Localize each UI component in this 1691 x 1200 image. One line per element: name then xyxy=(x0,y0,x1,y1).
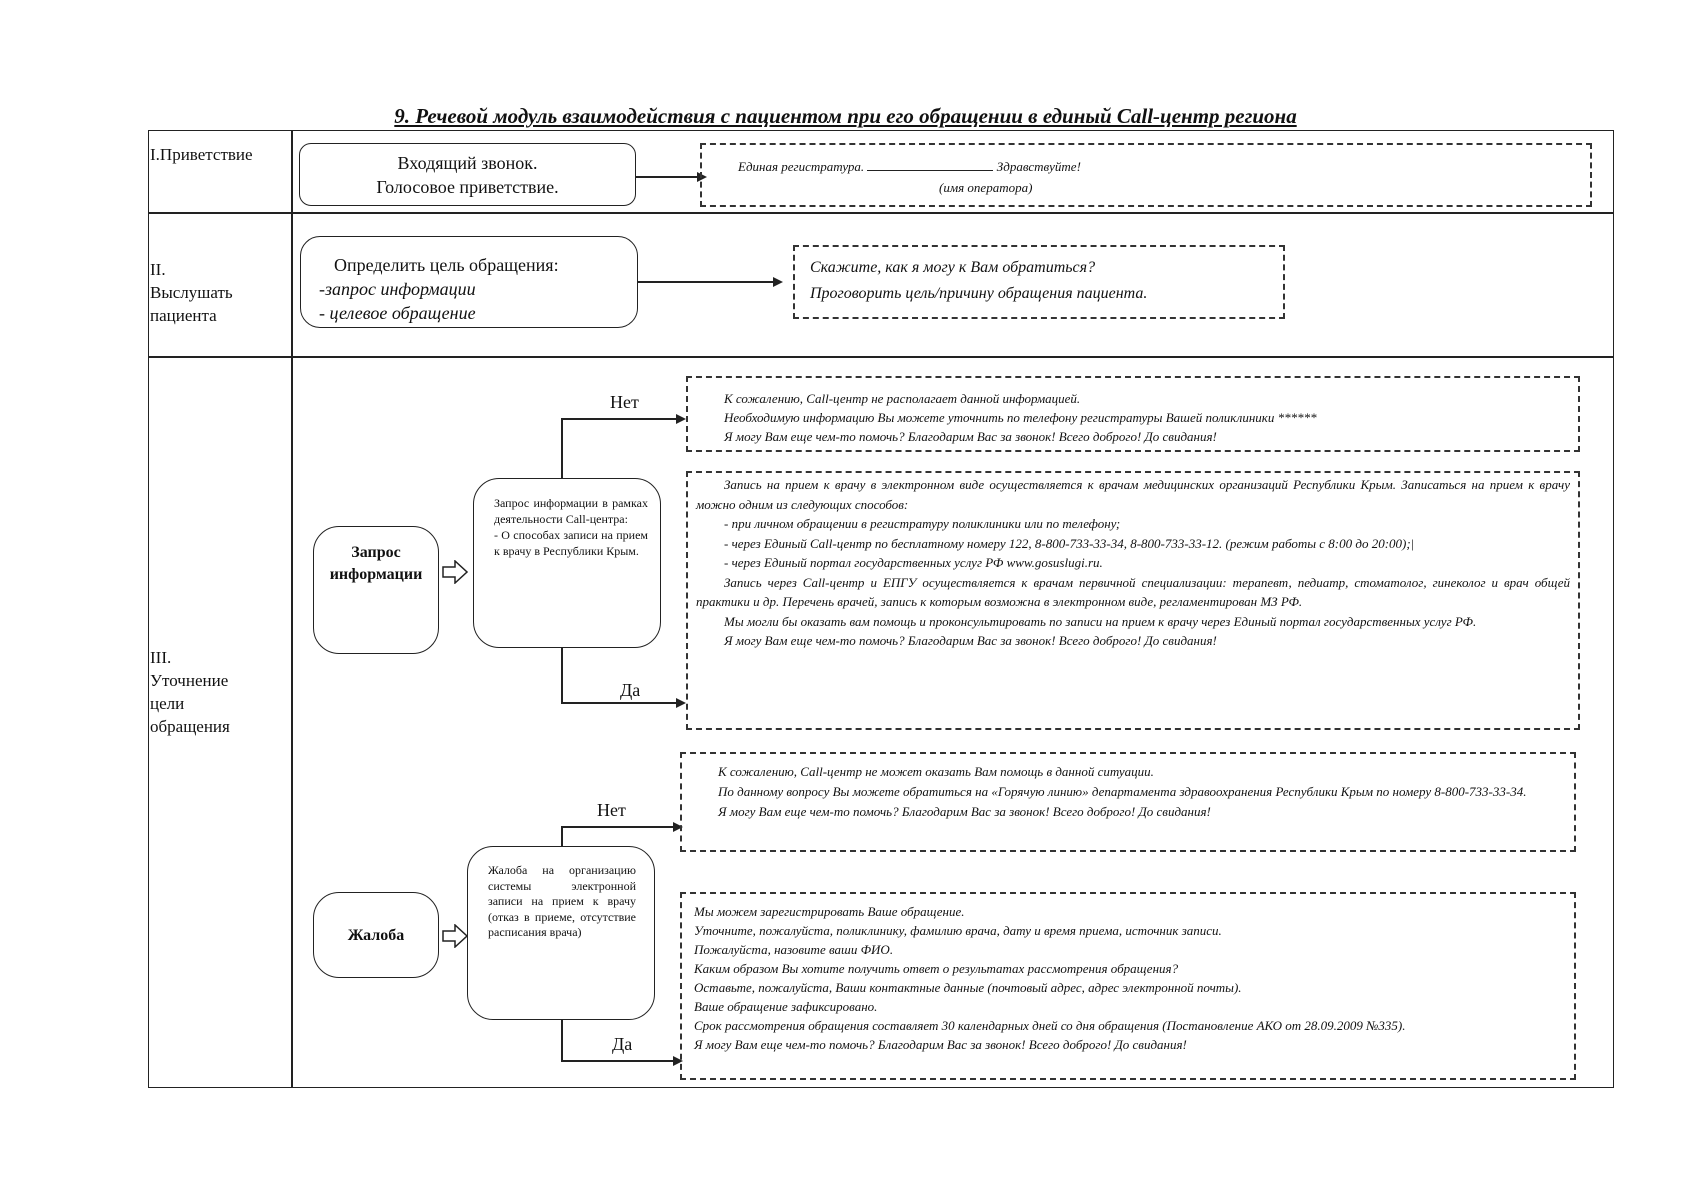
listen-script-line2: Проговорить цель/причину обращения пацие… xyxy=(810,285,1148,302)
complaint-yes-label: Да xyxy=(612,1034,633,1054)
info-yes-script-6: Мы могли бы оказать вам помощь и проконс… xyxy=(724,613,1477,629)
info-no-label: Нет xyxy=(610,392,639,412)
define-purpose-item-2: - целевое обращение xyxy=(319,303,476,323)
complaint-no-script-1: К сожалению, Call-центр не может оказать… xyxy=(718,764,1154,779)
info-yes-hline xyxy=(561,702,677,704)
define-purpose-box: Определить цель обращения: -запрос инфор… xyxy=(300,236,638,328)
complaint-no-script-3: Я могу Вам еще чем-то помочь? Благодарим… xyxy=(718,804,1211,819)
listen-script-line1: Скажите, как я могу к Вам обратиться? xyxy=(810,259,1096,276)
info-up-vline xyxy=(561,418,563,478)
section-clarify-label-4: обращения xyxy=(150,717,230,736)
info-request-box: Запрос информации xyxy=(313,526,439,654)
complaint-yes-script-2: Уточните, пожалуйста, поликлинику, фамил… xyxy=(694,923,1222,938)
greeting-script-box: Единая регистратура. Здравствуйте! (имя … xyxy=(700,143,1592,207)
info-yes-label: Да xyxy=(620,680,641,700)
listen-arrow-head xyxy=(773,277,783,287)
info-yes-arrow-head xyxy=(676,698,686,708)
info-no-script-1: К сожалению, Call-центр не располагает д… xyxy=(724,391,1081,406)
complaint-no-label: Нет xyxy=(597,800,626,820)
info-yes-script-3: - через Единый Call-центр по бесплатному… xyxy=(724,535,1415,551)
complaint-yes-script-4: Каким образом Вы хотите получить ответ о… xyxy=(694,961,1179,976)
section-clarify-label-1: III. xyxy=(150,648,172,667)
section-clarify-label-2: Уточнение xyxy=(150,671,229,690)
row-divider-1 xyxy=(148,212,1614,214)
listen-script-box: Скажите, как я могу к Вам обратиться? Пр… xyxy=(793,245,1285,319)
info-request-line2: информации xyxy=(329,566,423,583)
info-no-script-2: Необходимую информацию Вы можете уточнит… xyxy=(724,410,1317,425)
section-listen-label-3: пациента xyxy=(150,306,217,325)
section-greeting-label: I.Приветствие xyxy=(150,145,253,164)
complaint-hollow-arrow-icon xyxy=(442,924,468,948)
complaint-up-vline xyxy=(561,826,563,846)
complaint-no-hline xyxy=(561,826,674,828)
document-title: 9. Речевой модуль взаимодействия с пацие… xyxy=(394,104,1297,128)
greeting-script-left: Единая регистратура. xyxy=(738,159,868,174)
complaint-yes-script-8: Я могу Вам еще чем-то помочь? Благодарим… xyxy=(694,1037,1187,1052)
info-no-script-3: Я могу Вам еще чем-то помочь? Благодарим… xyxy=(724,429,1217,444)
section-clarify-label: III. Уточнение цели обращения xyxy=(150,646,230,738)
define-purpose-title: Определить цель обращения: xyxy=(334,255,559,275)
complaint-yes-hline xyxy=(561,1060,674,1062)
section-listen-label: II. Выслушать пациента xyxy=(150,258,233,327)
complaint-detail-text: Жалоба на организацию системы электронно… xyxy=(488,863,636,939)
info-request-line1: Запрос xyxy=(351,544,401,561)
complaint-detail-box: Жалоба на организацию системы электронно… xyxy=(467,846,655,1020)
greeting-script-right: Здравствуйте! xyxy=(993,159,1081,174)
info-down-vline xyxy=(561,648,563,702)
info-yes-script-box: Запись на прием к врачу в электронном ви… xyxy=(686,471,1580,730)
complaint-box: Жалоба xyxy=(313,892,439,978)
complaint-yes-arrow-head xyxy=(673,1056,683,1066)
complaint-yes-script-5: Оставьте, пожалуйста, Ваши контактные да… xyxy=(694,980,1242,995)
complaint-box-label: Жалоба xyxy=(347,927,405,944)
section-listen-label-1: II. xyxy=(150,260,166,279)
row-divider-2 xyxy=(148,356,1614,358)
section-clarify-label-3: цели xyxy=(150,694,185,713)
section-listen-label-2: Выслушать xyxy=(150,283,233,302)
info-no-script-box: К сожалению, Call-центр не располагает д… xyxy=(686,376,1580,452)
incoming-call-box: Входящий звонок. Голосовое приветствие. xyxy=(299,143,636,206)
greeting-arrow-line xyxy=(636,176,698,178)
complaint-no-arrow-head xyxy=(673,822,683,832)
complaint-no-script-box: К сожалению, Call-центр не может оказать… xyxy=(680,752,1576,852)
operator-name-hint: (имя оператора) xyxy=(939,180,1033,195)
complaint-yes-script-7: Срок рассмотрения обращения составляет 3… xyxy=(694,1018,1406,1033)
info-no-hline xyxy=(561,418,677,420)
complaint-yes-script-box: Мы можем зарегистрировать Ваше обращение… xyxy=(680,892,1576,1080)
listen-arrow-line xyxy=(638,281,774,283)
info-detail-box: Запрос информации в рамках деятельности … xyxy=(473,478,661,648)
info-hollow-arrow-icon xyxy=(442,560,468,584)
incoming-call-line1: Входящий звонок. xyxy=(397,153,538,173)
operator-name-blank xyxy=(867,170,994,171)
greeting-arrow-head xyxy=(697,172,707,182)
info-yes-script-1: Запись на прием к врачу в электронном ви… xyxy=(696,477,1570,512)
define-purpose-item-1: -запрос информации xyxy=(319,279,476,299)
incoming-call-line2: Голосовое приветствие. xyxy=(376,177,559,197)
info-detail-text: Запрос информации в рамках деятельности … xyxy=(494,496,648,558)
complaint-down-vline xyxy=(561,1020,563,1060)
complaint-yes-script-3: Пожалуйста, назовите ваши ФИО. xyxy=(694,942,894,957)
info-no-arrow-head xyxy=(676,414,686,424)
complaint-yes-script-1: Мы можем зарегистрировать Ваше обращение… xyxy=(694,904,965,919)
complaint-yes-script-6: Ваше обращение зафиксировано. xyxy=(694,999,878,1014)
complaint-no-script-2: По данному вопросу Вы можете обратиться … xyxy=(718,784,1527,799)
column-divider xyxy=(291,130,293,1088)
info-yes-script-7: Я могу Вам еще чем-то помочь? Благодарим… xyxy=(724,633,1217,648)
info-yes-script-4: - через Единый портал государственных ус… xyxy=(724,555,1103,570)
info-yes-script-5: Запись через Call-центр и ЕПГУ осуществл… xyxy=(696,574,1570,610)
table-frame xyxy=(148,130,1614,1088)
info-yes-script-2: - при личном обращении в регистратуру по… xyxy=(724,516,1121,531)
